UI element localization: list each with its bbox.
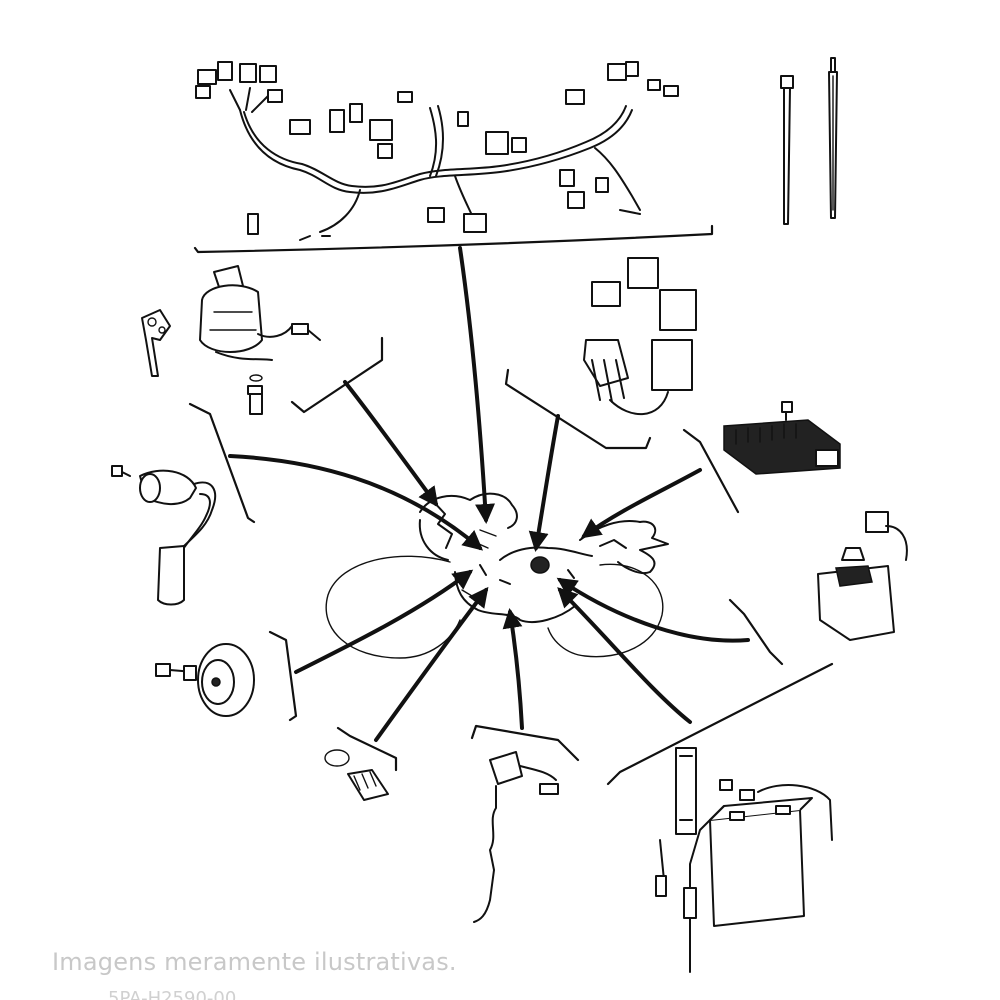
leader-lines [228, 246, 750, 742]
brake-switch-icon [470, 724, 580, 923]
starter-relay-icon [728, 511, 908, 666]
horn-icon [155, 630, 298, 722]
ignition-coil-icon [111, 402, 256, 606]
motorcycle-frame-icon [325, 492, 669, 659]
key-icon [141, 309, 171, 377]
ignition-switch-icon [199, 265, 384, 415]
cut-off-text: 5PA-H2590-00 [108, 990, 238, 1000]
cable-tie-icon [780, 57, 838, 225]
battery-icon [606, 662, 834, 973]
neutral-switch-icon [324, 726, 398, 801]
wire-harness-icon [193, 61, 714, 254]
rectifier-regulator-icon [682, 401, 841, 514]
illustration-disclaimer: Imagens meramente ilustrativas. [52, 948, 457, 976]
relay-set-icon [504, 257, 697, 450]
